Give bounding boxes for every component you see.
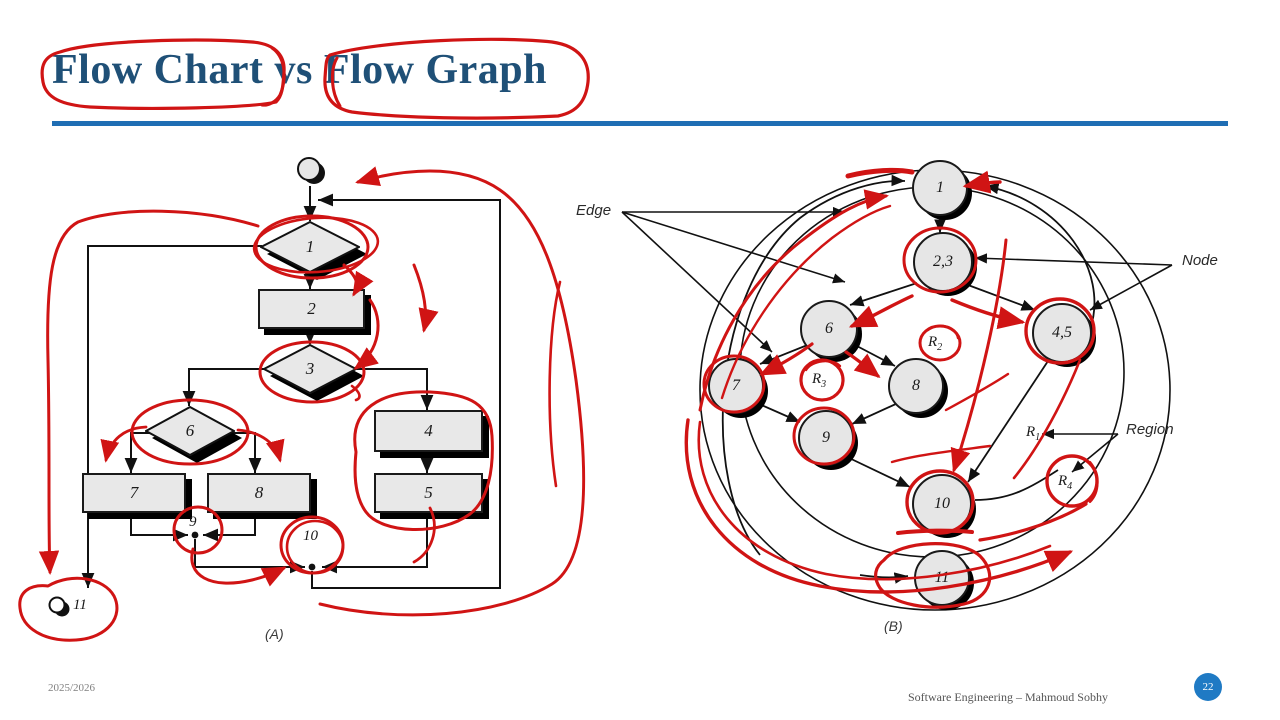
flowchart-decision-3: 3 (263, 344, 364, 401)
footer-academic-year: 2025/2026 (48, 682, 96, 694)
flowchart-process-5: 5 (374, 473, 483, 513)
flowgraph-node-9: 9 (798, 410, 854, 466)
region-r4-sub: 4 (1067, 481, 1073, 492)
decision-6-label: 6 (185, 421, 195, 440)
page-title: Flow Chart vs Flow Graph (52, 47, 547, 93)
flowgraph-node-8-label: 8 (912, 377, 920, 394)
region-r3-label: R3 (812, 371, 826, 390)
flowgraph-node-10-label: 10 (934, 495, 950, 512)
flowgraph-node-6: 6 (800, 300, 858, 358)
flowgraph-node-8: 8 (888, 358, 944, 414)
flowgraph-node-7: 7 (708, 358, 764, 414)
flowgraph-node-11-label: 11 (934, 569, 950, 586)
region-r3-sub: 3 (821, 379, 827, 390)
region-r2-sub: 2 (937, 342, 943, 353)
page-number-badge: 22 (1194, 673, 1222, 701)
flowchart-junction-10-label: 10 (303, 528, 318, 544)
region-r4-label: R4 (1058, 473, 1072, 492)
flowgraph-node-1-label: 1 (936, 179, 944, 196)
flowgraph-node-2-3-label: 2,3 (933, 253, 953, 270)
flowchart-process-4: 4 (374, 410, 483, 452)
region-r3-base: R (812, 371, 822, 387)
process-5-label: 5 (424, 483, 433, 502)
process-8-label: 8 (254, 483, 264, 502)
flowchart-caption: (A) (265, 626, 284, 642)
flowchart-process-8: 8 (207, 473, 311, 513)
region-r1-label: R1 (1026, 424, 1040, 443)
flowgraph-node-7-label: 7 (732, 377, 740, 394)
flowgraph-node-4-5: 4,5 (1032, 303, 1092, 363)
footer-course-label: Software Engineering – Mahmoud Sobhy (908, 690, 1108, 704)
title-divider (52, 121, 1228, 126)
flowgraph-node-6-label: 6 (825, 320, 833, 337)
flowchart-process-2: 2 (258, 289, 365, 329)
process-4-label: 4 (424, 421, 433, 440)
region-r1-sub: 1 (1035, 432, 1041, 443)
flowchart-process-7: 7 (82, 473, 186, 513)
decision-1-label: 1 (305, 237, 315, 256)
flowgraph-node-9-label: 9 (822, 429, 830, 446)
region-r2-label: R2 (928, 334, 942, 353)
flowgraph-node-2-3: 2,3 (913, 232, 973, 292)
callout-node-label: Node (1182, 252, 1218, 269)
flowgraph-node-1: 1 (912, 160, 968, 216)
flowgraph-node-4-5-label: 4,5 (1052, 324, 1072, 341)
flowgraph-node-10: 10 (912, 474, 972, 534)
flowgraph-node-11: 11 (914, 550, 970, 606)
region-r4-base: R (1058, 473, 1068, 489)
flowchart-end-node-label: 11 (73, 597, 87, 613)
decision-3-label: 3 (305, 359, 315, 378)
flowchart-decision-1: 1 (260, 221, 367, 280)
flowchart-junction-9-label: 9 (189, 514, 197, 530)
callout-edge-label: Edge (576, 202, 612, 219)
process-7-label: 7 (129, 483, 139, 502)
process-2-label: 2 (307, 299, 316, 318)
callout-region-label: Region (1126, 421, 1174, 438)
region-r1-base: R (1026, 424, 1036, 440)
flowchart-decision-6: 6 (145, 406, 242, 463)
region-r2-base: R (928, 334, 938, 350)
flowgraph-caption: (B) (884, 618, 903, 634)
